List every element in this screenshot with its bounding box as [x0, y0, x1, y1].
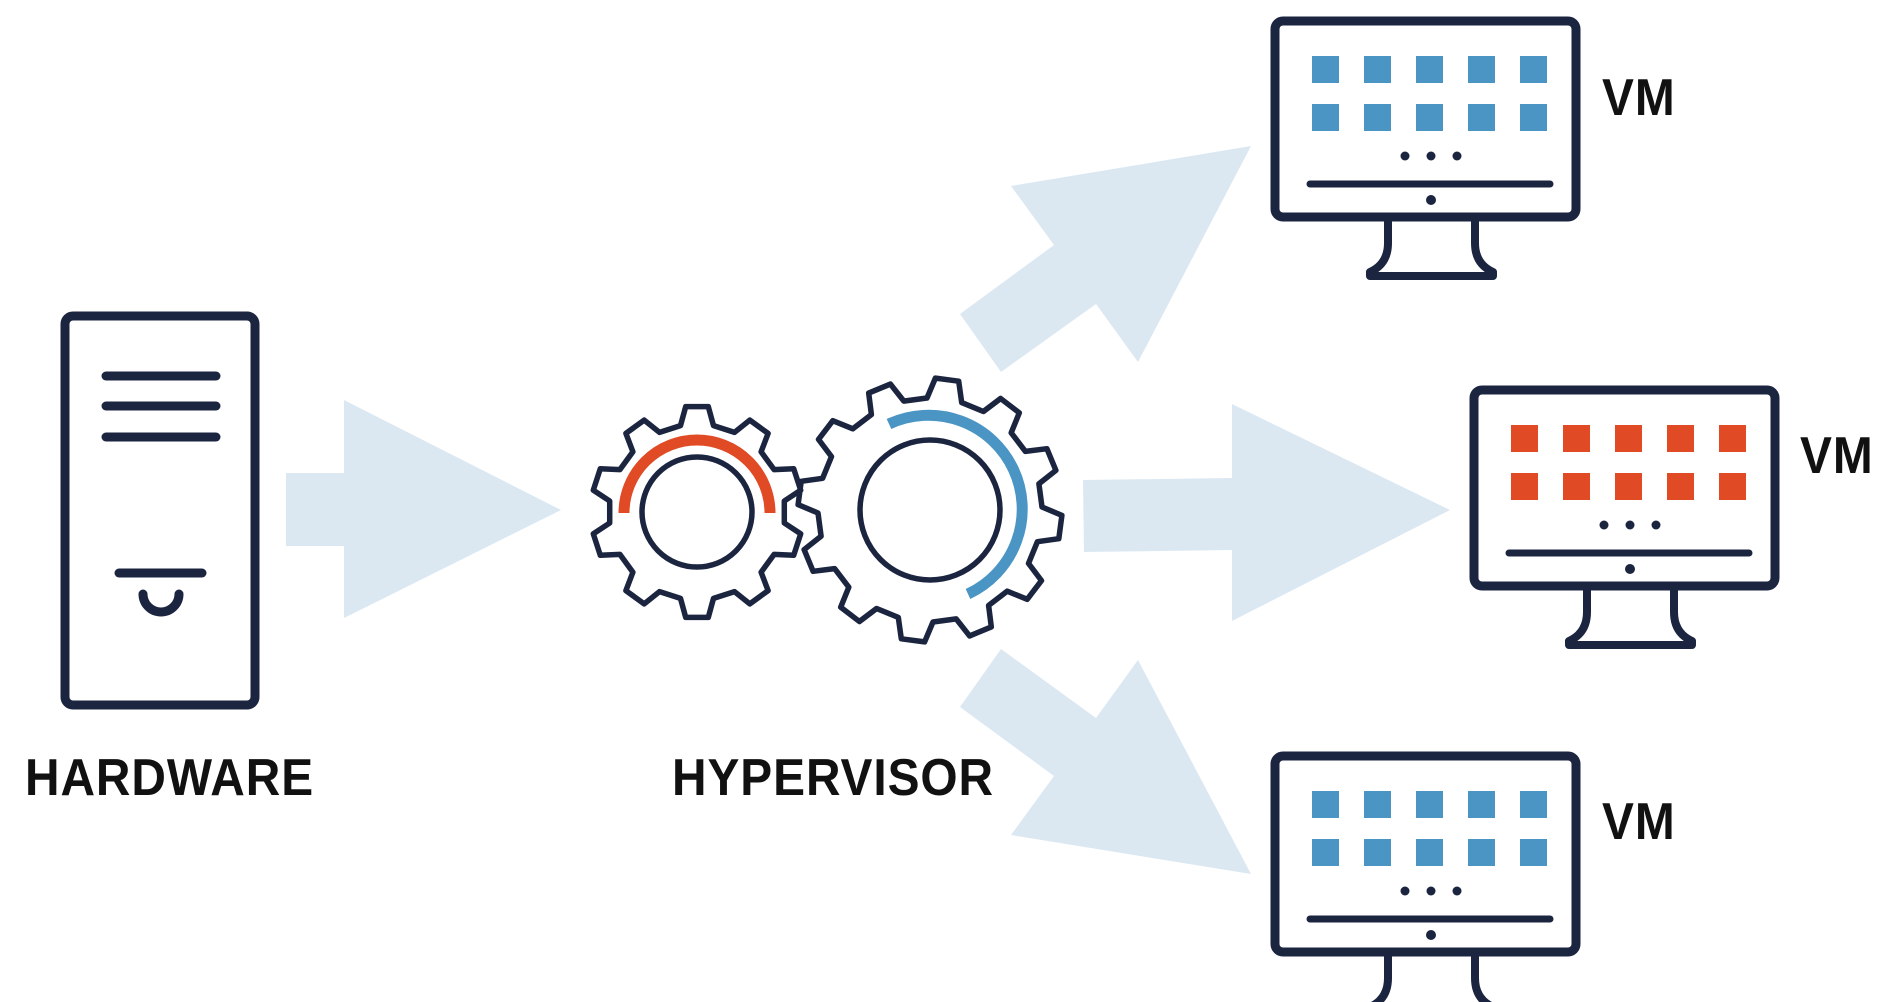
vm-app-square	[1364, 104, 1391, 131]
arrow-hardware-to-hypervisor	[286, 400, 561, 618]
vm-monitor-bottom	[1270, 751, 1581, 1002]
small-gear-icon	[590, 403, 804, 621]
vm-monitor-middle	[1469, 385, 1780, 649]
vm-label-top: VM	[1602, 69, 1676, 127]
arrow-hypervisor-to-vm-top	[960, 146, 1251, 372]
vm-app-square	[1468, 104, 1495, 131]
vm-app-square	[1719, 473, 1746, 500]
vm-app-square	[1468, 839, 1495, 866]
arrow-hypervisor-to-vm-bottom	[960, 649, 1251, 874]
large-gear-hub	[857, 437, 1003, 583]
vm-app-square	[1511, 425, 1538, 452]
vm-app-square	[1416, 839, 1443, 866]
vm-app-square	[1563, 473, 1590, 500]
vm-app-square	[1615, 425, 1642, 452]
vm-app-square	[1615, 473, 1642, 500]
vm-app-square	[1468, 791, 1495, 818]
small-gear-orange-arc	[618, 434, 776, 514]
large-gear-icon	[795, 375, 1065, 645]
vm-monitor-top	[1270, 16, 1581, 280]
vm-app-square	[1416, 56, 1443, 83]
hardware-label: HARDWARE	[25, 749, 315, 807]
vm-app-square	[1364, 839, 1391, 866]
vm-app-square	[1312, 104, 1339, 131]
vm-app-square	[1312, 791, 1339, 818]
vm-app-square	[1719, 425, 1746, 452]
vm-app-square	[1312, 56, 1339, 83]
large-gear-blue-arc	[886, 409, 1028, 599]
small-gear-hub	[639, 454, 755, 570]
vm-app-square	[1364, 56, 1391, 83]
vm-app-square	[1667, 473, 1694, 500]
vm-app-square	[1416, 104, 1443, 131]
vm-label-bottom: VM	[1602, 793, 1676, 851]
arrow-hypervisor-to-vm-middle	[1083, 404, 1450, 621]
vm-app-square	[1364, 791, 1391, 818]
vm-app-square	[1511, 473, 1538, 500]
vm-app-square	[1667, 425, 1694, 452]
vm-app-square	[1563, 425, 1590, 452]
vm-app-square	[1520, 791, 1547, 818]
flow-arrows	[286, 146, 1450, 874]
vm-app-square	[1520, 104, 1547, 131]
server-tower-icon	[60, 311, 260, 710]
vm-label-middle: VM	[1800, 427, 1874, 485]
vm-app-square	[1312, 839, 1339, 866]
hypervisor-label: HYPERVISOR	[672, 749, 995, 807]
gears-icon	[590, 375, 1065, 645]
vm-app-square	[1520, 839, 1547, 866]
vm-app-square	[1468, 56, 1495, 83]
vm-app-square	[1520, 56, 1547, 83]
vm-app-square	[1416, 791, 1443, 818]
